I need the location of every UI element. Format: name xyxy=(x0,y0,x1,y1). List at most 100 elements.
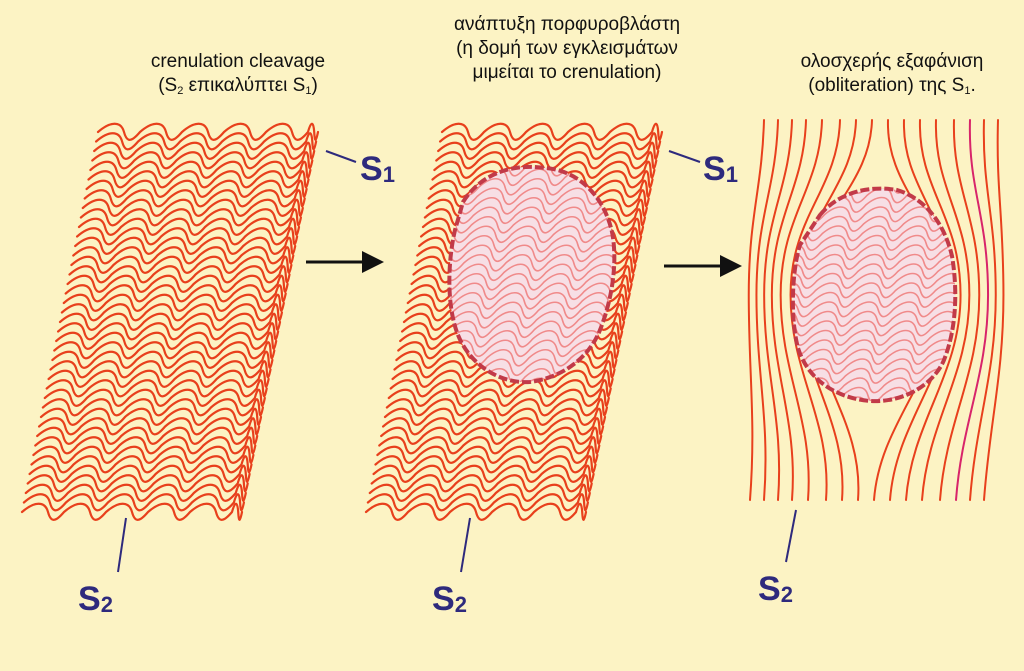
s1-crenulation-line xyxy=(89,160,312,179)
s1-crenulation-line xyxy=(449,244,615,263)
s1-leader-line xyxy=(325,150,357,163)
s1-crenulation-line xyxy=(389,379,612,398)
arrow-1-icon xyxy=(306,251,384,273)
s1-crenulation-line xyxy=(435,151,658,170)
caption-panel-1-line2: (S2 επικαλύπτει S1) xyxy=(158,75,318,97)
s2-label: S2 xyxy=(432,580,467,618)
s1-crenulation-line xyxy=(66,274,289,293)
s2-foliation-line xyxy=(905,119,962,501)
s2-foliation-line xyxy=(789,119,841,501)
s1-crenulation-line xyxy=(91,151,314,170)
s1-crenulation-line xyxy=(60,303,283,322)
s2-foliation-line xyxy=(747,119,765,501)
s1-crenulation-line xyxy=(366,493,589,512)
s1-crenulation-line xyxy=(792,301,956,318)
s1-crenulation-line xyxy=(364,502,588,521)
s1-crenulation-line xyxy=(449,329,615,348)
s1-crenulation-line xyxy=(95,132,318,151)
s1-crenulation-line xyxy=(38,417,261,436)
s1-crenulation-line xyxy=(28,464,251,483)
s1-crenulation-line xyxy=(79,208,302,227)
s1-crenulation-line xyxy=(47,369,270,388)
s1-crenulation-line xyxy=(372,464,595,483)
s1-crenulation-line xyxy=(380,426,603,445)
s1-crenulation-line xyxy=(449,339,615,358)
s2-foliation-line xyxy=(921,119,971,501)
s1-crenulation-line xyxy=(72,246,295,265)
s1-crenulation-line xyxy=(382,417,605,436)
s2-label: S2 xyxy=(758,570,793,608)
s1-crenulation-line xyxy=(83,189,306,208)
s1-label: S1 xyxy=(360,150,395,188)
s1-crenulation-line xyxy=(39,407,263,426)
panel-3-s2-foliation xyxy=(747,119,1005,501)
s1-crenulation-line xyxy=(449,225,615,244)
s1-crenulation-line xyxy=(58,312,282,331)
porphyroblast-outline xyxy=(790,186,958,404)
s1-crenulation-line xyxy=(792,348,956,365)
s1-crenulation-line xyxy=(792,263,956,280)
s1-crenulation-line xyxy=(49,360,272,379)
s1-crenulation-line xyxy=(87,170,310,189)
s2-foliation-line xyxy=(955,119,990,501)
s1-crenulation-line xyxy=(383,407,607,426)
s1-crenulation-line xyxy=(62,293,285,312)
s1-crenulation-line xyxy=(41,398,264,417)
s1-crenulation-line xyxy=(376,445,599,464)
s1-crenulation-line xyxy=(370,474,593,493)
s1-crenulation-line xyxy=(53,341,276,360)
s1-crenulation-line xyxy=(792,253,956,270)
s1-crenulation-line xyxy=(77,217,301,236)
s2-leader-line xyxy=(460,517,471,573)
s1-crenulation-line xyxy=(792,225,956,242)
s1-crenulation-line xyxy=(68,265,291,284)
s1-label: S1 xyxy=(703,150,738,188)
s1-crenulation-line xyxy=(449,253,615,272)
s1-crenulation-line xyxy=(45,379,268,398)
s1-crenulation-line xyxy=(439,132,662,151)
s1-crenulation-line xyxy=(449,358,615,377)
s1-crenulation-line xyxy=(449,282,615,301)
s2-foliation-line xyxy=(969,119,997,501)
s1-crenulation-line xyxy=(792,329,956,346)
s1-crenulation-line xyxy=(449,263,615,282)
s1-crenulation-line xyxy=(792,234,956,251)
caption-panel-2-line1: ανάπτυξη πορφυροβλάστη xyxy=(453,14,681,35)
s1-crenulation-line xyxy=(32,445,255,464)
caption-panel-3: ολοσχερής εξαφάνιση (obliteration) της S… xyxy=(770,50,1014,103)
s2-foliation-line xyxy=(939,119,981,501)
s1-crenulation-line xyxy=(437,141,660,160)
s1-crenulation-line xyxy=(792,282,956,299)
s1-crenulation-line xyxy=(36,426,259,445)
s1-crenulation-line xyxy=(76,227,299,246)
s1-crenulation-line xyxy=(449,272,615,291)
s1-crenulation-line xyxy=(449,310,615,329)
s1-crenulation-line xyxy=(57,322,280,341)
s2-label: S2 xyxy=(78,580,113,618)
caption-panel-2: ανάπτυξη πορφυροβλάστη (η δομή των εγκλε… xyxy=(412,13,722,85)
s1-crenulation-line xyxy=(24,483,247,502)
s1-crenulation-line xyxy=(70,255,293,274)
s1-crenulation-line xyxy=(385,398,608,417)
s1-crenulation-line xyxy=(22,493,245,512)
s1-crenulation-line xyxy=(792,215,956,232)
s1-crenulation-line xyxy=(55,331,278,350)
s1-crenulation-line xyxy=(449,234,615,253)
s2-leader-line xyxy=(117,517,127,573)
s1-crenulation-line xyxy=(74,236,297,255)
s1-crenulation-line xyxy=(792,244,956,261)
s2-foliation-line xyxy=(983,119,1005,501)
s2-foliation-line xyxy=(763,119,793,501)
caption-panel-1: crenulation cleavage (S2 επικαλύπτει S1) xyxy=(118,50,358,103)
s1-crenulation-line xyxy=(792,310,956,327)
s2-leader-line xyxy=(785,509,797,563)
s1-crenulation-line xyxy=(20,502,244,521)
s1-crenulation-line xyxy=(387,388,610,407)
s1-crenulation-line xyxy=(64,284,287,303)
s1-crenulation-line xyxy=(792,339,956,356)
s1-crenulation-line xyxy=(51,350,274,369)
s1-crenulation-line xyxy=(43,388,266,407)
s1-crenulation-line xyxy=(449,348,615,367)
s1-crenulation-line xyxy=(85,179,308,198)
